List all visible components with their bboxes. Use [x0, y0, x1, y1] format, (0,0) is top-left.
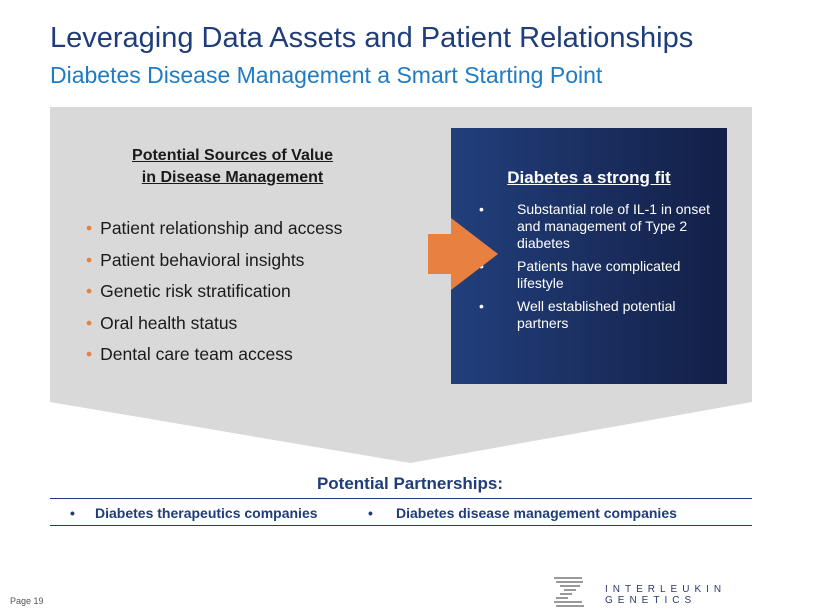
partnerships-heading: Potential Partnerships: [316, 474, 504, 493]
list-item: • Genetic risk stratification [86, 281, 342, 313]
page-subtitle: Diabetes Disease Management a Smart Star… [50, 62, 603, 88]
list-item-text: Oral health status [100, 312, 238, 333]
list-item: • Dental care team access [86, 344, 342, 376]
sources-list: • Patient relationship and access • Patien… [86, 218, 342, 376]
page-label: Page [10, 596, 32, 606]
fit-list: Substantial role of IL-1 in onset and ma… [479, 201, 729, 338]
diabetes-fit-box: Diabetes a strong fit Substantial role o… [451, 128, 727, 384]
fit-heading: Diabetes a strong fit [507, 168, 671, 187]
list-item-text: Patient relationship and access [100, 218, 343, 238]
list-item: Well established potential partners [479, 298, 729, 332]
partnerships-bar: • Diabetes therapeutics companies • Diab… [50, 498, 752, 526]
interleukin-logo-icon [554, 577, 584, 607]
bullet-icon: • [86, 281, 93, 301]
list-item-text: Patient behavioral insights [100, 249, 305, 270]
page-number-value: 19 [33, 596, 44, 606]
partnership-item: Diabetes disease management companies [396, 505, 677, 521]
sources-heading: Potential Sources of Value in Disease Ma… [80, 145, 385, 189]
bullet-icon: • [86, 218, 93, 238]
page-title: Leveraging Data Assets and Patient Relat… [50, 22, 694, 54]
company-logo-text: INTERLEUKIN GENETICS [605, 584, 727, 606]
list-item-text: Dental care team access [100, 344, 293, 364]
list-item: • Patient relationship and access [86, 218, 342, 250]
sources-heading-line2: in Disease Management [141, 169, 324, 186]
bullet-icon: • [86, 344, 93, 364]
list-item: • Oral health status [86, 313, 342, 345]
list-item: Patients have complicated lifestyle [479, 258, 729, 292]
list-item: • Patient behavioral insights [86, 250, 342, 282]
bullet-icon: • [70, 505, 75, 521]
bullet-icon: • [86, 249, 93, 270]
partnership-item: Diabetes therapeutics companies [95, 505, 318, 521]
sources-heading-line1: Potential Sources of Value [132, 147, 333, 164]
list-item-text: Genetic risk stratification [100, 281, 291, 301]
list-item: Substantial role of IL-1 in onset and ma… [479, 201, 729, 252]
arrow-right-icon [428, 218, 498, 290]
bullet-icon: • [368, 505, 373, 521]
page-number: Page 19 [10, 596, 44, 606]
bullet-icon: • [86, 312, 93, 333]
